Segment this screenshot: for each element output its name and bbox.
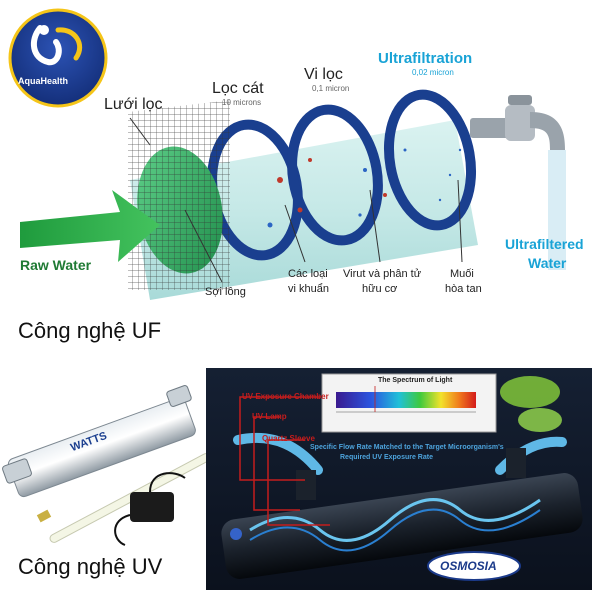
flow-rate-line-1: Specific Flow Rate Matched to the Target… [310,444,504,451]
pointer-luoi-loc [129,117,151,146]
uv-title: Công nghệ UV [18,554,163,579]
faucet-icon [470,95,566,270]
pointer-muoi [457,179,463,263]
label-loc-cat: Lọc cát [212,80,264,97]
label-luoi-loc: Lưới lọc [104,96,163,113]
osmosia-text: OSMOSIA [440,559,497,573]
uv-dark-panel [206,368,592,590]
ring-micro [287,104,383,246]
label-uv-exposure: UV Exposure Chamber [242,392,329,401]
label-raw-water: Raw Water [20,257,92,273]
particles [267,148,462,228]
flow-rate-line-2: Required UV Exposure Rate [340,454,433,461]
callout-quartz [267,439,330,526]
logo-text: AquaHealth [18,76,69,86]
label-soi-long: Sợi lông [205,286,246,298]
mesh-screen [128,100,230,290]
raw-water-arrow [20,190,160,262]
label-ultrafiltered: Ultrafiltered [505,236,584,252]
outflow-arrow [495,436,567,475]
uv-chamber [221,448,583,579]
label-virut-2: hữu cơ [362,283,398,295]
label-virut-1: Virut và phân tử [343,268,422,280]
uf-title: Công nghệ UF [18,318,162,343]
spectrum-title: The Spectrum of Light [378,377,453,384]
label-ultrafiltration: Ultrafiltration [378,50,473,67]
pointer-vi-khuan [284,204,306,263]
label-vi-loc-sub: 0,1 micron [312,84,350,93]
aquahealth-logo [8,8,108,108]
uf-diagram [8,8,566,300]
pointer-virut [369,189,381,263]
label-ultrafiltration-sub: 0,02 micron [412,68,454,77]
callout-lamp [253,416,300,511]
label-vi-khuan-1: Các loại [288,268,328,280]
label-uv-lamp: UV Lamp [252,412,287,421]
label-muoi-2: hòa tan [445,283,482,295]
uv-lamp-tube [36,453,211,543]
label-loc-cat-sub: 10 microns [222,98,262,107]
label-vi-khuan-2: vi khuẩn [288,283,329,295]
label-vi-loc: Vi lọc [304,66,343,83]
microorganism-image [500,376,562,432]
power-ballast [114,472,186,546]
label-quartz: Quartz Sleeve [262,434,315,443]
label-ultrafiltered-water: Water [528,255,567,271]
label-muoi-1: Muối [450,268,474,280]
pointer-soi-long [184,209,223,283]
watts-brand: WATTS [69,429,109,455]
ring-ultra [383,89,477,231]
